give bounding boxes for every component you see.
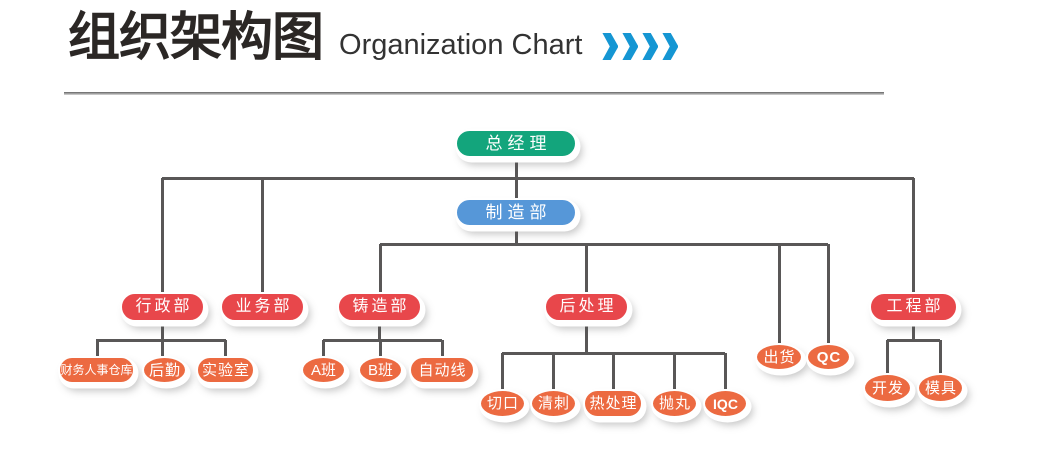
chevron-arrows-icon: [602, 33, 679, 60]
org-node-general-manager: 总经理: [455, 129, 577, 158]
chevron-icon: [622, 33, 639, 60]
org-node-casting: 铸造部: [337, 292, 422, 322]
connector-line: [323, 338, 442, 342]
connector-line: [321, 340, 325, 356]
connector-line: [777, 244, 781, 343]
connector-line: [887, 338, 940, 342]
org-node-auto-line: 自动线: [409, 356, 475, 384]
connector-line: [223, 340, 227, 356]
org-node-mold: 模具: [917, 373, 964, 403]
connector-line: [378, 244, 382, 292]
connector-line: [911, 178, 915, 292]
connector-line: [584, 322, 588, 353]
org-node-shift-a: A班: [301, 356, 346, 384]
connector-line: [551, 353, 555, 389]
org-node-engineering: 工程部: [869, 292, 958, 322]
connector-line: [885, 340, 889, 373]
connector-line: [938, 340, 942, 373]
org-node-manufacturing: 制造部: [455, 198, 577, 227]
org-node-logistics: 后勤: [142, 356, 187, 384]
org-node-deburring: 清刺: [530, 389, 577, 418]
connector-line: [95, 340, 99, 356]
connector-line: [380, 242, 828, 246]
connector-line: [514, 178, 518, 198]
org-node-development: 开发: [863, 373, 912, 403]
connector-line: [160, 322, 164, 340]
org-node-business: 业务部: [220, 292, 305, 322]
connector-line: [911, 322, 915, 340]
org-node-shipping: 出货: [755, 343, 803, 371]
org-node-post-processing: 后处理: [544, 292, 629, 322]
connector-line: [826, 244, 830, 343]
connector-line: [584, 244, 588, 292]
chevron-icon: [642, 33, 659, 60]
org-node-iqc: IQC: [703, 389, 748, 418]
org-node-shift-b: B班: [358, 356, 403, 384]
org-node-cutting: 切口: [479, 389, 526, 418]
connector-line: [162, 176, 914, 180]
org-node-finance-hr-warehouse: 财务人事仓库: [58, 356, 135, 384]
connector-line: [160, 340, 164, 356]
connector-line: [378, 340, 382, 356]
connector-line: [440, 340, 444, 356]
page-title-english: Organization Chart: [339, 29, 583, 61]
page-title-chinese: 组织架构图: [68, 9, 324, 67]
chevron-icon: [662, 33, 679, 60]
chevron-icon: [602, 33, 619, 60]
connector-line: [377, 322, 381, 340]
org-node-heat-treatment: 热处理: [583, 389, 643, 418]
connector-line: [672, 353, 676, 389]
connector-line: [500, 353, 504, 389]
connector-line: [260, 178, 264, 292]
connector-line: [514, 158, 518, 178]
header-divider: [64, 92, 884, 95]
connector-line: [723, 353, 727, 389]
connector-line: [160, 178, 164, 292]
org-node-laboratory: 实验室: [196, 356, 255, 384]
connector-line: [514, 227, 518, 244]
org-node-shot-blasting: 抛丸: [651, 389, 698, 418]
connector-line: [611, 353, 615, 389]
org-node-admin: 行政部: [120, 292, 205, 322]
org-node-qc: QC: [806, 343, 851, 371]
page-header: 组织架构图 Organization Chart: [68, 6, 679, 71]
